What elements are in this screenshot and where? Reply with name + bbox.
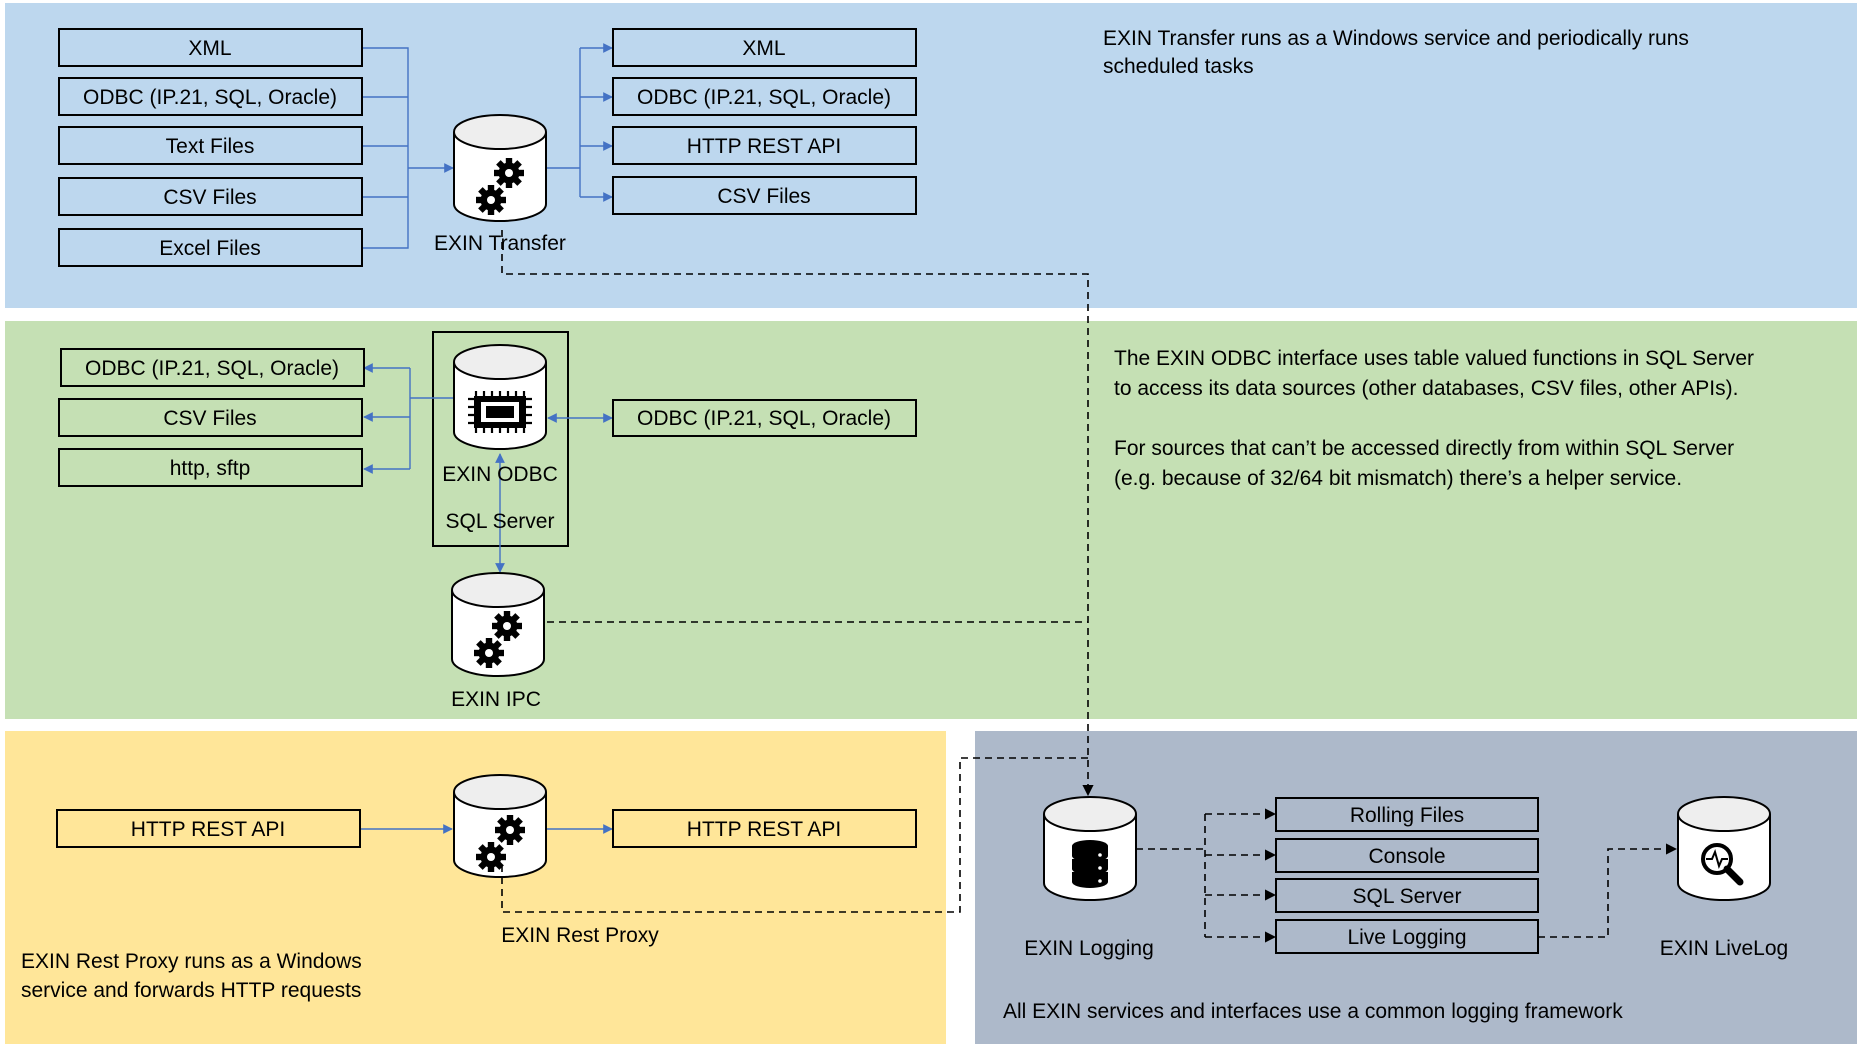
transfer-note-line: EXIN Transfer runs as a Windows service … xyxy=(1103,27,1689,50)
transfer-output-label: HTTP REST API xyxy=(687,135,841,158)
transfer-output-label: XML xyxy=(742,37,785,60)
transfer-note-line: scheduled tasks xyxy=(1103,55,1254,78)
transfer-input-label: CSV Files xyxy=(163,186,256,209)
odbc-note-line: (e.g. because of 32/64 bit mismatch) the… xyxy=(1114,467,1682,490)
odbc-interface-node: EXIN ODBC SQL Server xyxy=(442,344,558,533)
proxy-service-label: EXIN Rest Proxy xyxy=(501,924,659,947)
odbc-note-line: to access its data sources (other databa… xyxy=(1114,377,1738,400)
odbc-interface-label: EXIN ODBC xyxy=(442,463,558,486)
transfer-input-box: Excel Files xyxy=(58,228,363,267)
odbc-note-line: For sources that can’t be accessed direc… xyxy=(1114,437,1734,460)
logging-target-label: Rolling Files xyxy=(1350,804,1464,827)
transfer-input-label: Text Files xyxy=(166,135,255,158)
transfer-note: EXIN Transfer runs as a Windows service … xyxy=(1103,27,1689,78)
logging-target-box: SQL Server xyxy=(1275,878,1539,913)
server-stack-database-icon xyxy=(1043,796,1137,901)
chip-database-icon xyxy=(453,344,547,450)
log-links xyxy=(501,230,1094,913)
logging-target-list: Rolling Files Console SQL Server Live Lo… xyxy=(1275,797,1539,954)
transfer-input-list: XML ODBC (IP.21, SQL, Oracle) Text Files… xyxy=(58,28,363,267)
transfer-service-label: EXIN Transfer xyxy=(434,232,566,255)
transfer-output-box: HTTP REST API xyxy=(612,126,917,165)
logging-note: All EXIN services and interfaces use a c… xyxy=(1003,1000,1623,1023)
odbc-source-list: ODBC (IP.21, SQL, Oracle) CSV Files http… xyxy=(58,348,365,487)
logging-connectors xyxy=(1136,808,1678,943)
logging-target-label: Live Logging xyxy=(1347,926,1466,949)
gears-database-icon xyxy=(453,114,547,222)
transfer-output-box: XML xyxy=(612,28,917,67)
ipc-service-label: EXIN IPC xyxy=(451,688,541,711)
transfer-input-label: ODBC (IP.21, SQL, Oracle) xyxy=(83,86,337,109)
proxy-input-box: HTTP REST API xyxy=(56,809,361,848)
odbc-source-box: http, sftp xyxy=(58,448,363,487)
livelog-label: EXIN LiveLog xyxy=(1660,937,1788,960)
odbc-note: The EXIN ODBC interface uses table value… xyxy=(1114,347,1754,490)
transfer-panel xyxy=(5,3,1857,308)
magnifier-pulse-database-icon xyxy=(1677,796,1771,901)
livelog-node: EXIN LiveLog xyxy=(1660,796,1788,960)
logging-target-box: Rolling Files xyxy=(1275,797,1539,832)
proxy-output-box: HTTP REST API xyxy=(612,809,917,848)
odbc-source-label: CSV Files xyxy=(163,407,256,430)
transfer-input-box: XML xyxy=(58,28,363,67)
proxy-service-node: EXIN Rest Proxy xyxy=(453,774,659,947)
transfer-input-box: ODBC (IP.21, SQL, Oracle) xyxy=(58,77,363,116)
transfer-output-label: ODBC (IP.21, SQL, Oracle) xyxy=(637,86,891,109)
transfer-input-label: Excel Files xyxy=(159,237,261,260)
odbc-client-label: ODBC (IP.21, SQL, Oracle) xyxy=(637,407,891,430)
logging-target-label: SQL Server xyxy=(1353,885,1462,908)
transfer-input-box: CSV Files xyxy=(58,177,363,216)
logging-service-label: EXIN Logging xyxy=(1024,937,1154,960)
logging-target-label: Console xyxy=(1368,845,1445,868)
odbc-source-box: ODBC (IP.21, SQL, Oracle) xyxy=(60,348,365,387)
ipc-service-node: EXIN IPC xyxy=(451,572,545,711)
odbc-source-box: CSV Files xyxy=(58,398,363,437)
odbc-panel xyxy=(5,321,1857,719)
odbc-client-box: ODBC (IP.21, SQL, Oracle) xyxy=(612,399,917,437)
proxy-note-line: EXIN Rest Proxy runs as a Windows xyxy=(21,950,362,973)
transfer-output-box: CSV Files xyxy=(612,176,917,215)
transfer-connectors xyxy=(363,43,613,249)
sql-server-host-label: SQL Server xyxy=(446,510,555,533)
odbc-connectors xyxy=(363,363,613,573)
proxy-note: EXIN Rest Proxy runs as a Windows servic… xyxy=(21,950,362,1002)
transfer-input-box: Text Files xyxy=(58,126,363,165)
logging-target-box: Console xyxy=(1275,838,1539,873)
transfer-input-label: XML xyxy=(188,37,231,60)
proxy-input-label: HTTP REST API xyxy=(131,818,285,841)
proxy-note-line: service and forwards HTTP requests xyxy=(21,979,361,1002)
proxy-output-label: HTTP REST API xyxy=(687,818,841,841)
logging-service-node: EXIN Logging xyxy=(1024,796,1154,960)
gears-database-icon xyxy=(451,572,545,677)
transfer-service-node: EXIN Transfer xyxy=(434,114,566,255)
gears-database-icon xyxy=(453,774,547,878)
logging-target-box: Live Logging xyxy=(1275,919,1539,954)
transfer-output-box: ODBC (IP.21, SQL, Oracle) xyxy=(612,77,917,116)
odbc-source-label: http, sftp xyxy=(170,457,251,480)
odbc-source-label: ODBC (IP.21, SQL, Oracle) xyxy=(85,357,339,380)
transfer-output-label: CSV Files xyxy=(717,185,810,208)
transfer-output-list: XML ODBC (IP.21, SQL, Oracle) HTTP REST … xyxy=(612,28,917,215)
odbc-note-line: The EXIN ODBC interface uses table value… xyxy=(1114,347,1754,370)
